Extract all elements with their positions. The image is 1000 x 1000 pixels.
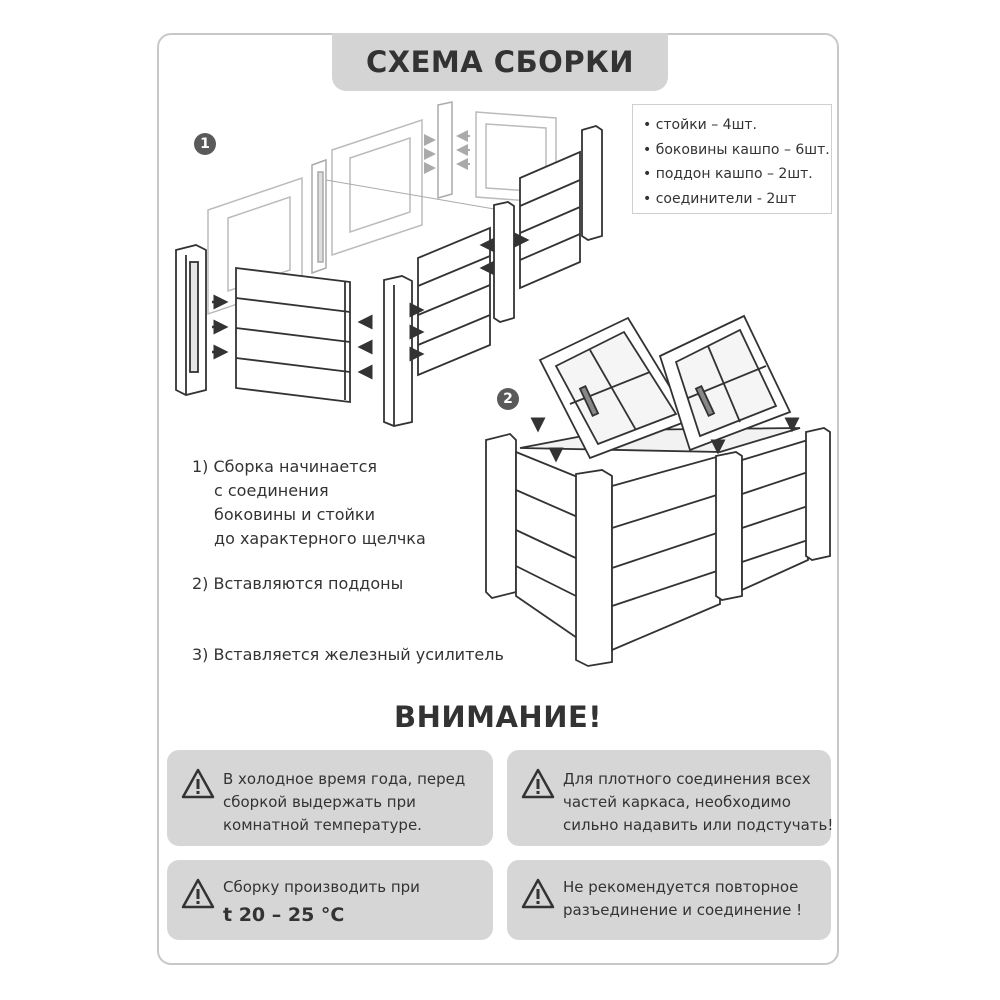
step-text: 1) Сборка начинается	[192, 457, 378, 476]
parts-item: • поддон кашпо – 2шт.	[643, 166, 813, 182]
warning-text: комнатной температуре.	[223, 816, 422, 834]
warning-text: Сборку производить при	[223, 878, 420, 896]
tray-left	[538, 316, 692, 460]
warning-box-temperature: Сборку производить при t 20 – 25 °C	[167, 860, 493, 940]
post-front-left	[175, 244, 207, 396]
warning-triangle-icon	[521, 878, 555, 909]
step-text: с соединения	[214, 481, 329, 500]
attention-title: ВНИМАНИЕ!	[393, 700, 603, 734]
title-tab: СХЕМА СБОРКИ	[332, 33, 668, 91]
parts-item: • боковины кашпо – 6шт.	[643, 141, 830, 158]
warning-text: сборкой выдержать при	[223, 793, 416, 811]
warning-triangle-icon	[181, 878, 215, 909]
warning-text: разъединение и соединение !	[563, 901, 803, 919]
step-marker-2: 2	[497, 388, 519, 410]
warning-box-reconnect: Не рекомендуется повторное разъединение …	[507, 860, 831, 940]
arrow-icon	[530, 417, 800, 463]
tray-right	[658, 314, 792, 452]
step-marker-1: 1	[194, 133, 216, 155]
back-panel-mid	[331, 118, 423, 257]
warning-text: частей каркаса, необходимо	[563, 793, 791, 811]
back-post-mid	[437, 101, 453, 199]
back-post-left	[311, 158, 327, 275]
step-text: до характерного щелчка	[214, 529, 426, 548]
step-text: 2) Вставляются поддоны	[192, 574, 404, 593]
slat-panel-front	[235, 266, 351, 404]
parts-item: • стойки – 4шт.	[643, 117, 758, 133]
warning-text: сильно надавить или подстучать!	[563, 816, 834, 834]
slat-panel-side	[417, 226, 491, 377]
planter-assembled	[485, 427, 831, 667]
warning-text: В холодное время года, перед	[223, 770, 466, 788]
page-title: СХЕМА СБОРКИ	[365, 45, 635, 79]
parts-item: • соединители - 2шт	[643, 190, 797, 207]
post-back-right	[493, 125, 603, 323]
temperature-value: t 20 – 25 °C	[223, 904, 345, 926]
parts-list: • стойки – 4шт. • боковины кашпо – 6шт. …	[632, 104, 832, 214]
warning-triangle-icon	[181, 768, 215, 799]
warning-box-press: Для плотного соединения всех частей карк…	[507, 750, 834, 846]
step-text: боковины и стойки	[214, 505, 375, 524]
warning-triangle-icon	[521, 768, 555, 799]
slat-panel-back	[519, 150, 581, 290]
warning-text: Для плотного соединения всех	[563, 770, 811, 788]
arrow-icon	[212, 232, 530, 380]
step-text: 3) Вставляется железный усилитель	[192, 645, 504, 664]
warning-box-cold: В холодное время года, перед сборкой выд…	[167, 750, 493, 846]
post-front-mid	[383, 275, 413, 427]
warning-text: Не рекомендуется повторное	[563, 878, 799, 896]
